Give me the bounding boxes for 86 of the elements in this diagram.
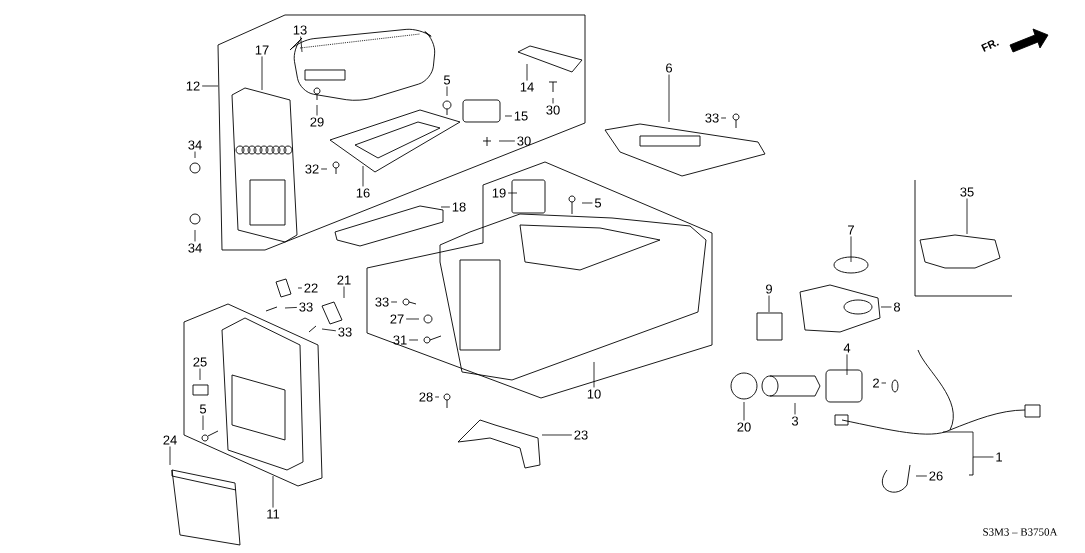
leader-line (850, 236, 852, 263)
callout-number: 1 (996, 452, 1002, 462)
leader-line (668, 74, 670, 123)
callout-number: 26 (929, 471, 943, 481)
callout-number: 34 (188, 140, 202, 150)
leader-line (169, 446, 171, 466)
callout-number: 13 (293, 25, 307, 35)
callout-number: 23 (574, 430, 588, 440)
leader-line (343, 286, 345, 299)
leader-line (526, 63, 528, 81)
leader-line (794, 402, 796, 415)
callout-number: 34 (188, 243, 202, 253)
leader-line (300, 36, 303, 53)
callout-number: 21 (337, 275, 351, 285)
callout-number: 17 (255, 45, 269, 55)
leader-line (440, 206, 451, 208)
callout-number: 32 (305, 164, 319, 174)
callout-number: 19 (492, 188, 506, 198)
leader-line (321, 328, 337, 332)
leader-line (581, 202, 593, 204)
callout-number: 11 (267, 509, 280, 519)
callout-number: 35 (960, 187, 974, 197)
callout-number: 3 (791, 416, 799, 426)
leader-line (942, 431, 994, 458)
callout-number: 24 (163, 435, 177, 445)
callout-number: 14 (520, 82, 534, 92)
callout-number: 9 (766, 284, 772, 294)
callout-number: 8 (893, 302, 901, 312)
leader-line (552, 97, 554, 104)
leader-line (507, 192, 518, 194)
callout-number: 25 (193, 357, 207, 367)
callout-number: 4 (843, 343, 851, 353)
leader-line (915, 475, 928, 477)
leader-line (201, 85, 219, 87)
leader-line (194, 229, 196, 242)
callout-number: 5 (443, 75, 451, 85)
callout-number: 33 (705, 113, 719, 123)
leader-line (202, 415, 204, 431)
leader-line (199, 368, 201, 381)
leader-line (261, 56, 263, 91)
callout-number: 29 (310, 117, 324, 127)
callout-number: 33 (338, 327, 352, 337)
leader-line (498, 140, 516, 142)
leader-line (320, 168, 328, 170)
callout-number: 2 (873, 378, 879, 388)
leader-line (846, 354, 848, 376)
callout-number: 7 (848, 225, 854, 235)
label: FR. (981, 40, 999, 52)
callout-number: 22 (304, 283, 318, 293)
callout-number: 30 (546, 105, 560, 115)
leader-line (316, 104, 318, 116)
callout-number: 31 (393, 335, 407, 345)
callout-number: 5 (594, 198, 602, 208)
callout-number: 33 (299, 302, 313, 312)
callout-number: 30 (517, 136, 531, 146)
callout-number: 10 (587, 389, 601, 399)
callout-number: 12 (186, 81, 200, 91)
leader-line (272, 475, 274, 508)
callout-number: 6 (666, 63, 673, 73)
callout-number: 18 (452, 202, 466, 212)
leader-line (297, 287, 303, 289)
leader-line (880, 306, 892, 308)
leader-line (434, 396, 440, 398)
callout-number: 33 (375, 297, 389, 307)
leader-line (362, 165, 364, 187)
callout-number: 28 (419, 392, 433, 402)
callout-number: 15 (514, 111, 528, 121)
leader-line (408, 339, 419, 341)
drawing-code: S3M3 – B3750A (983, 528, 1058, 536)
callout-number: 20 (737, 422, 751, 432)
leader-line (390, 301, 398, 303)
callout-number: 5 (199, 404, 207, 414)
leader-line (881, 382, 887, 384)
leader-line (768, 295, 770, 313)
leader-line (743, 401, 745, 421)
leader-line (284, 307, 298, 309)
leader-line (504, 115, 513, 117)
callout-number: 16 (356, 188, 370, 198)
leader-line (446, 86, 448, 97)
leader-line (194, 151, 196, 159)
leader-line (405, 318, 420, 320)
callout-number: 27 (390, 314, 404, 324)
leader-line (966, 198, 968, 235)
leader-line (720, 117, 727, 119)
leader-line (541, 434, 573, 436)
leader-line (593, 361, 595, 388)
